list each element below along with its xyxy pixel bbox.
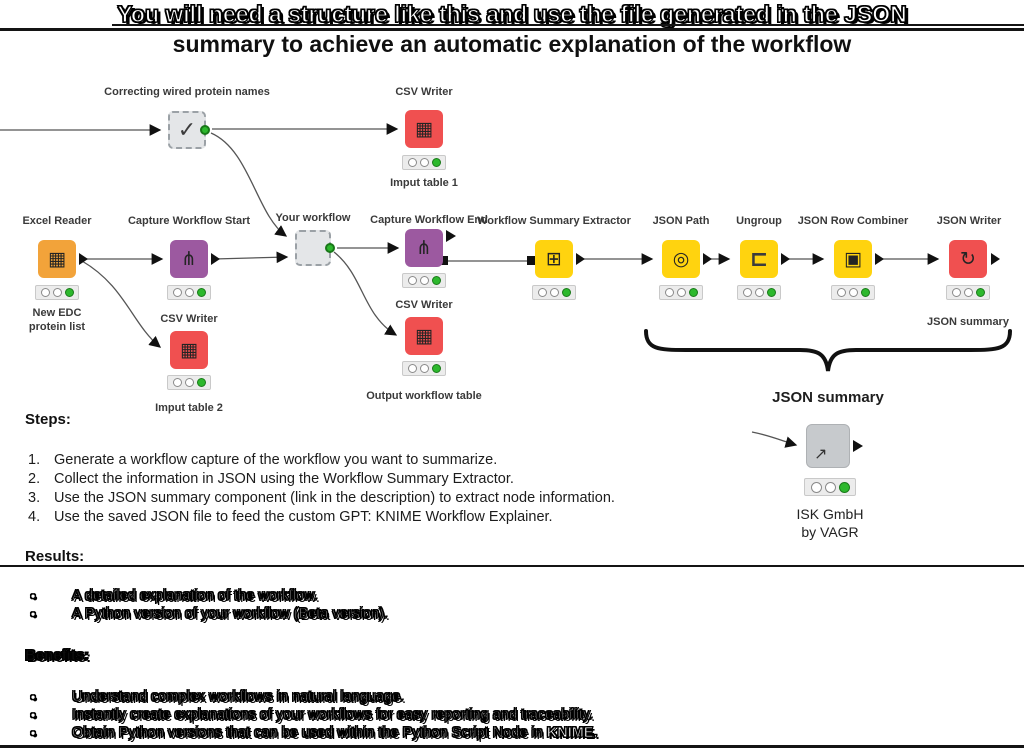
steps-heading: Steps: — [25, 411, 71, 428]
brace — [644, 329, 1012, 372]
node-capture-workflow-start[interactable]: ⋔ — [170, 240, 208, 278]
traffic-light — [167, 375, 211, 390]
page-title-line2: summary to achieve an automatic explanat… — [172, 31, 852, 57]
node-label-capture-end: Capture Workflow End — [370, 214, 488, 226]
traffic-light — [167, 285, 211, 300]
status-dot-green — [325, 243, 335, 253]
bullet-icon: ● — [30, 591, 37, 603]
combine-icon: ▣ — [844, 248, 862, 270]
excel-table-icon: ▦ — [48, 248, 66, 270]
node-json-writer[interactable]: ↻ — [949, 240, 987, 278]
branch-icon: ⋔ — [416, 237, 432, 259]
step-item-4: 4.Use the saved JSON file to feed the cu… — [28, 509, 553, 525]
bracket-icon: ⊏ — [749, 246, 769, 271]
benefit-item-1: ●Understand complex workflows in natural… — [30, 689, 405, 706]
node-label-json-path: JSON Path — [652, 215, 710, 227]
node-your-workflow[interactable] — [295, 230, 335, 266]
write-cycle-icon: ↻ — [960, 248, 976, 270]
node-csv-writer-1[interactable]: ▦ — [405, 110, 443, 148]
traffic-light — [946, 285, 990, 300]
table-icon: ▦ — [415, 118, 433, 140]
node-ungroup[interactable]: ⊏ — [740, 240, 778, 278]
title-divider — [0, 28, 1024, 31]
annotation-output-workflow-table: Output workflow table — [366, 390, 482, 402]
traffic-light — [831, 285, 875, 300]
node-label-csv-writer-3: CSV Writer — [395, 299, 453, 311]
bullet-icon: ● — [30, 728, 37, 740]
node-label-capture-start: Capture Workflow Start — [127, 215, 251, 227]
bottom-divider — [0, 745, 1024, 748]
node-workflow-summary-extractor[interactable]: ⊞ — [535, 240, 573, 278]
node-label-workflow-summary-extractor: Workflow Summary Extractor — [477, 215, 631, 227]
node-json-path[interactable]: ◎ — [662, 240, 700, 278]
table-icon: ▦ — [415, 325, 433, 347]
result-item-2: ●A Python version of your workflow (Beta… — [30, 606, 389, 623]
benefit-item-2: ●Instantly create explanations of your w… — [30, 707, 594, 724]
traffic-light — [402, 155, 446, 170]
bullet-icon: ● — [30, 692, 37, 704]
annotation-new-edc-protein-list: New EDC protein list — [28, 307, 86, 333]
table-icon: ▦ — [180, 339, 198, 361]
benefits-heading: Benefits: — [24, 647, 90, 665]
benefit-item-3: ●Obtain Python versions that can be used… — [30, 725, 598, 742]
results-divider — [0, 565, 1024, 567]
magnifier-icon: ◎ — [672, 248, 690, 270]
branch-icon: ⋔ — [181, 248, 197, 270]
node-label-csv-writer-1: CSV Writer — [395, 86, 453, 98]
component-author-line2: by VAGR — [801, 524, 859, 540]
check-icon: ✓ — [177, 117, 197, 142]
traffic-light — [804, 478, 856, 496]
result-item-1: ●A detailed explanation of the workflow. — [30, 588, 319, 605]
bullet-icon: ● — [30, 609, 37, 621]
summary-grid-icon: ⊞ — [546, 248, 562, 270]
page-title-line1: You will need a structure like this and … — [117, 0, 908, 27]
traffic-light — [659, 285, 703, 300]
node-correcting-wired-protein-names[interactable]: ✓ — [168, 111, 210, 149]
annotation-json-summary: JSON summary — [927, 316, 1009, 328]
node-excel-reader[interactable]: ▦ — [38, 240, 76, 278]
annotation-imput-table-2: Imput table 2 — [155, 402, 223, 414]
traffic-light — [737, 285, 781, 300]
node-label-csv-writer-2: CSV Writer — [160, 313, 218, 325]
node-capture-workflow-end[interactable]: ⋔ — [405, 229, 443, 267]
node-label-excel-reader: Excel Reader — [22, 215, 92, 227]
node-label-correcting: Correcting wired protein names — [104, 86, 270, 98]
node-label-ungroup: Ungroup — [736, 215, 782, 227]
node-json-row-combiner[interactable]: ▣ — [834, 240, 872, 278]
traffic-light — [402, 361, 446, 376]
title-underline — [112, 24, 1024, 26]
traffic-light — [402, 273, 446, 288]
node-csv-writer-3[interactable]: ▦ — [405, 317, 443, 355]
brace-label-json-summary: JSON summary — [772, 389, 884, 406]
step-item-1: 1.Generate a workflow capture of the wor… — [28, 452, 498, 468]
step-item-2: 2.Collect the information in JSON using … — [28, 471, 514, 487]
node-json-summary-component[interactable]: ↗ — [806, 424, 850, 468]
component-author-line1: ISK GmbH — [796, 506, 864, 522]
node-label-json-writer: JSON Writer — [936, 215, 1002, 227]
open-component-icon: ↗ — [814, 446, 828, 463]
node-csv-writer-2[interactable]: ▦ — [170, 331, 208, 369]
traffic-light — [532, 285, 576, 300]
status-dot-green — [200, 125, 210, 135]
results-heading: Results: — [25, 548, 85, 565]
step-item-3: 3.Use the JSON summary component (link i… — [28, 490, 615, 506]
traffic-light — [35, 285, 79, 300]
bullet-icon: ● — [30, 710, 37, 722]
annotation-imput-table-1: Imput table 1 — [390, 177, 458, 189]
node-label-json-row-combiner: JSON Row Combiner — [797, 215, 909, 227]
node-label-your-workflow: Your workflow — [275, 212, 351, 224]
